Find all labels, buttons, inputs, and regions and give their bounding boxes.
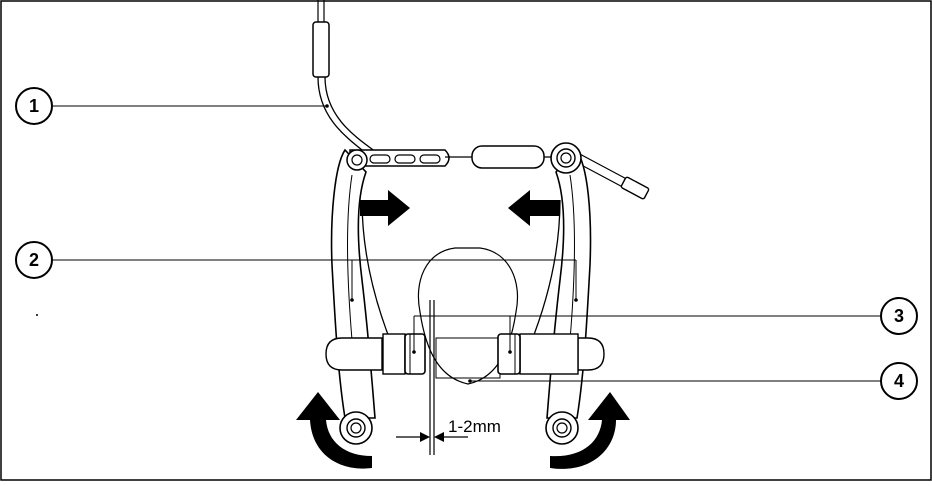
left-pad-bolt-head: [325, 337, 383, 371]
callout-1-label: 1: [29, 96, 39, 116]
stray-dot: [36, 314, 38, 316]
right-arm-edge: [569, 174, 576, 341]
left-arm-top-hole: [351, 154, 363, 166]
callout-4-label: 4: [894, 371, 904, 391]
dim-arrow-right-icon: [434, 432, 444, 442]
callout-3-dot-right: [508, 350, 512, 354]
callout-4: 4: [880, 362, 918, 400]
link-slot-3: [419, 154, 441, 164]
right-pad-holder: [519, 333, 579, 375]
left-arm-edge: [346, 174, 353, 341]
right-brake-arm: [546, 148, 592, 419]
cable-ferrule: [312, 21, 330, 78]
tire-cross-section: [417, 247, 519, 385]
rotate-right-arrow-icon: [550, 392, 630, 469]
dim-arrow-left-icon: [420, 432, 430, 442]
left-pivot-bolt-hex: [350, 422, 362, 434]
right-arm-top-hex: [560, 152, 572, 164]
arrow-left-icon: [508, 190, 560, 226]
callout-3: 3: [880, 297, 918, 335]
callout-2-dot-right: [574, 298, 578, 302]
arrow-right-icon: [360, 190, 410, 226]
callout-2: 2: [15, 241, 53, 279]
callout-4-dot: [468, 379, 472, 383]
cable-end-cap: [620, 176, 650, 200]
link-slot-2: [394, 154, 416, 164]
left-brake-arm: [330, 148, 376, 419]
callout-3-label: 3: [894, 306, 904, 326]
left-brake-pad: [404, 333, 426, 375]
callout-2-label: 2: [29, 250, 39, 270]
callout-1: 1: [15, 87, 53, 125]
dimension-label: 1-2mm: [448, 417, 501, 436]
boot-cover: [471, 145, 545, 169]
callout-2-dot-left: [350, 298, 354, 302]
brake-noodle-inner: [324, 76, 377, 153]
right-brake-pad: [497, 333, 521, 375]
callout-3-dot-left: [412, 350, 416, 354]
right-pivot-bolt-hex: [556, 422, 568, 434]
right-pad-bolt-head: [577, 337, 605, 371]
link-slot-1: [369, 154, 391, 164]
rotate-left-arrow-icon: [296, 392, 372, 469]
left-pad-washer: [382, 333, 406, 375]
callout-1-dot: [325, 104, 329, 108]
rim-flank: [435, 337, 501, 379]
